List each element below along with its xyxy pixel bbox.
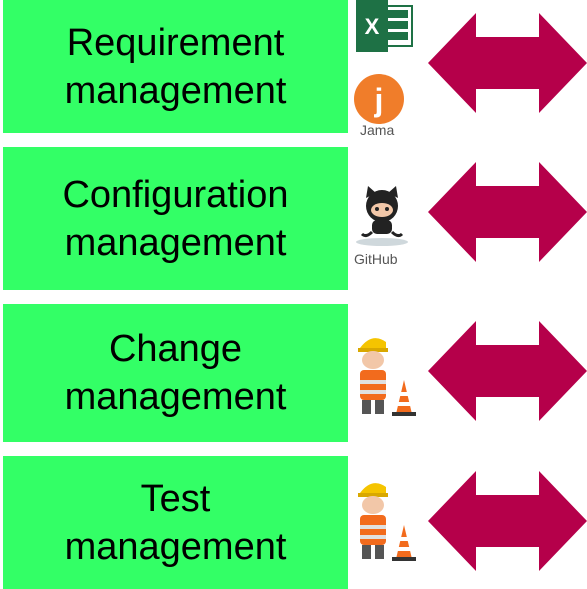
box-title-line1: Configuration	[62, 173, 289, 216]
github-octocat-icon	[356, 186, 408, 246]
box-title-line1: Change	[108, 328, 243, 370]
box-title-line2: management	[64, 376, 287, 418]
double-arrow-1	[428, 13, 587, 113]
jama-letter: j	[374, 82, 384, 118]
jama-icon: j	[354, 74, 404, 124]
requirement-management-box: Requirement management	[3, 0, 348, 133]
box-title-line2: management	[64, 69, 287, 112]
box-title-line1: Requirement	[66, 21, 285, 64]
double-arrow-4	[428, 471, 587, 571]
test-management-box: Test management	[3, 456, 348, 589]
excel-icon: X	[356, 0, 413, 52]
construction-worker-icon	[358, 483, 416, 561]
configuration-management-box: Configuration management	[3, 147, 348, 290]
box-title-line2: management	[64, 525, 287, 568]
jama-caption: Jama	[360, 122, 395, 138]
box-title-line1: Test	[140, 477, 211, 520]
box-title-line2: management	[64, 221, 287, 264]
double-arrow-2	[428, 162, 587, 262]
construction-worker-icon	[358, 338, 416, 416]
github-caption: GitHub	[354, 251, 398, 267]
change-management-box: Change management	[3, 304, 348, 442]
excel-letter: X	[365, 14, 380, 39]
double-arrow-3	[428, 321, 587, 421]
